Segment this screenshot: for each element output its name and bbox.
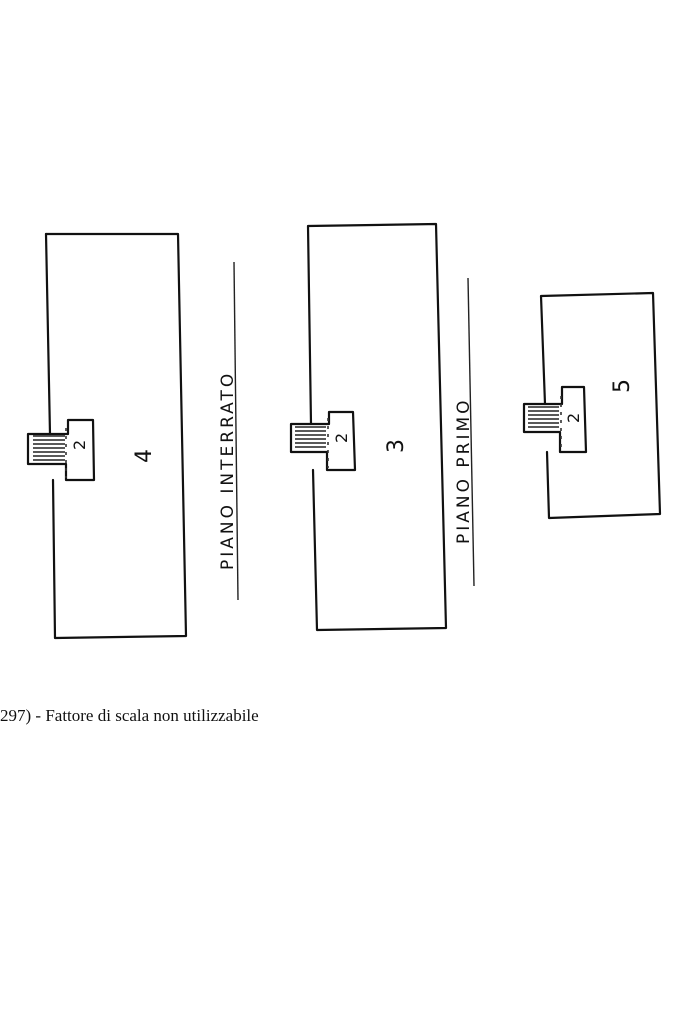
scale-caption: 297) - Fattore di scala non utilizzabile <box>0 706 259 725</box>
label-piano-interrato: PIANO INTERRATO <box>218 261 239 601</box>
label-underline-interrato <box>233 261 239 601</box>
label-piano-primo: PIANO PRIMO <box>454 277 475 587</box>
unit-number-4: 4 <box>132 449 157 463</box>
block-unit-3: 2 3 <box>289 222 448 632</box>
block-unit-5: 2 5 <box>522 291 662 520</box>
floor-label-interrato: PIANO INTERRATO <box>218 371 238 570</box>
stair-block-unit-4: 2 <box>26 418 96 482</box>
stair-number-unit-5: 2 <box>564 413 583 423</box>
stair-number-unit-4: 2 <box>70 440 89 450</box>
unit-4-outline-lower <box>44 232 52 436</box>
stair-number-unit-3: 2 <box>332 433 351 443</box>
label-underline-primo <box>467 277 475 587</box>
stair-block-unit-5: 2 <box>522 385 588 454</box>
block-unit-4: 2 4 <box>26 232 188 640</box>
unit-number-5: 5 <box>610 379 635 393</box>
unit-3-outline <box>306 222 448 632</box>
floor-plan-sketch: 2 4 PIANO INTERRATO 2 3 PIANO PRIMO 2 <box>26 222 662 640</box>
unit-4-outline <box>44 232 188 640</box>
stair-block-unit-3: 2 <box>289 410 357 472</box>
unit-number-3: 3 <box>384 439 409 453</box>
unit-5-outline <box>539 291 662 520</box>
floor-label-primo: PIANO PRIMO <box>454 397 474 544</box>
